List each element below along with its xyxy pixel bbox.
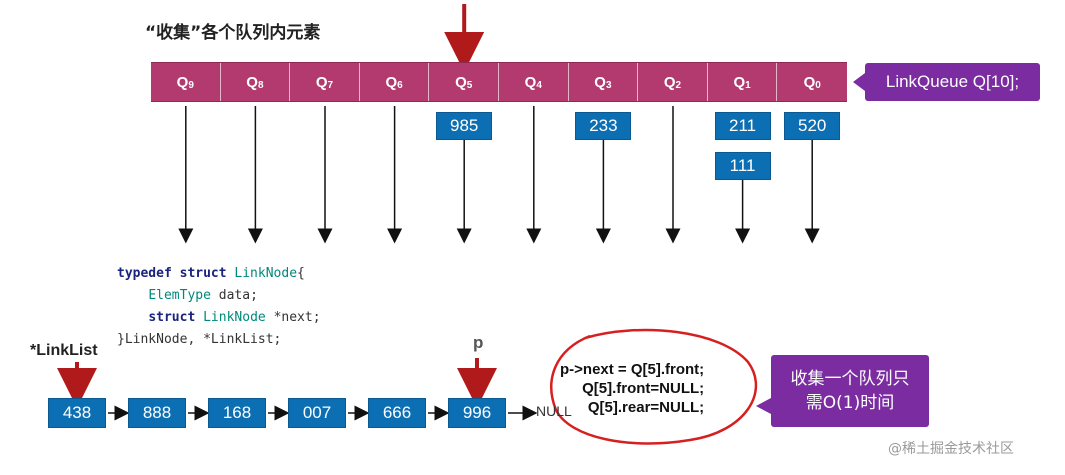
null-label: NULL (536, 403, 572, 419)
code-text: *next; (273, 310, 321, 325)
code-text: { (297, 266, 305, 281)
complexity-callout: 收集一个队列只 需O(1)时间 (771, 355, 929, 427)
queue-cell-letter: Q (176, 73, 189, 91)
code-keyword: struct (148, 310, 196, 325)
queue-cell-letter: Q (385, 73, 398, 91)
highlight-circle (550, 328, 758, 445)
diagram-title: “收集”各个队列内元素 (145, 23, 321, 43)
statement-line: p->next = Q[5].front; (560, 361, 705, 378)
code-type: LinkNode (203, 310, 266, 325)
linklist-label: *LinkList (30, 342, 98, 359)
queue-cell-index: 7 (327, 79, 334, 91)
queue-cell-letter: Q (803, 73, 816, 91)
code-text: data; (218, 288, 258, 303)
queue-item-node: 211 (714, 112, 771, 140)
queue-cell-index: 2 (675, 79, 682, 91)
queue-declaration-label: LinkQueue Q[10]; (865, 63, 1040, 101)
queue-cell-letter: Q (246, 73, 258, 91)
list-node: 007 (288, 398, 346, 428)
watermark: @稀土掘金技术社区 (888, 441, 1014, 457)
queue-item-node: 520 (784, 112, 841, 140)
code-block: typedef struct LinkNode{ ElemType data; … (117, 263, 321, 351)
queue-label-pointer (853, 73, 865, 91)
callout-pointer (756, 398, 771, 414)
queue-cell-letter: Q (315, 73, 328, 91)
queue-cell-letter: Q (733, 73, 746, 91)
queue-item-node: 111 (714, 152, 771, 180)
queue-cell-index: 9 (188, 79, 194, 91)
callout-line: 需O(1)时间 (805, 393, 895, 413)
statement-line: Q[5].front=NULL; (582, 380, 705, 397)
code-text: }LinkNode, *LinkList; (117, 332, 282, 347)
list-node: 438 (48, 398, 106, 428)
callout-line: 收集一个队列只 (790, 369, 910, 389)
queue-cell-index: 1 (745, 79, 751, 91)
queue-cell-index: 6 (397, 79, 403, 91)
queue-cell-index: 5 (466, 79, 473, 91)
queue-cell-letter: Q (594, 73, 606, 91)
queue-cell-index: 0 (815, 79, 821, 91)
code-type: LinkNode (234, 266, 298, 281)
queue-cell-letter: Q (455, 73, 467, 91)
queue-item-node: 233 (575, 112, 632, 140)
list-node: 888 (128, 398, 186, 428)
queue-cell-letter: Q (663, 73, 676, 91)
list-node: 666 (368, 398, 426, 428)
queue-cell-index: 8 (257, 79, 264, 91)
queue-cell-index: 4 (536, 79, 542, 91)
queue-cell-letter: Q (524, 73, 537, 91)
code-type: ElemType (148, 288, 211, 303)
list-node: 168 (208, 398, 266, 428)
queue-item-node: 985 (436, 112, 493, 140)
pointer-p-label: p (473, 333, 484, 352)
statements-block: p->next = Q[5].front; Q[5].front=NULL; Q… (560, 360, 704, 417)
queue-cell-index: 3 (605, 79, 612, 91)
list-node: 996 (448, 398, 506, 428)
statement-line: Q[5].rear=NULL; (587, 399, 705, 416)
code-keyword: typedef struct (117, 266, 227, 281)
